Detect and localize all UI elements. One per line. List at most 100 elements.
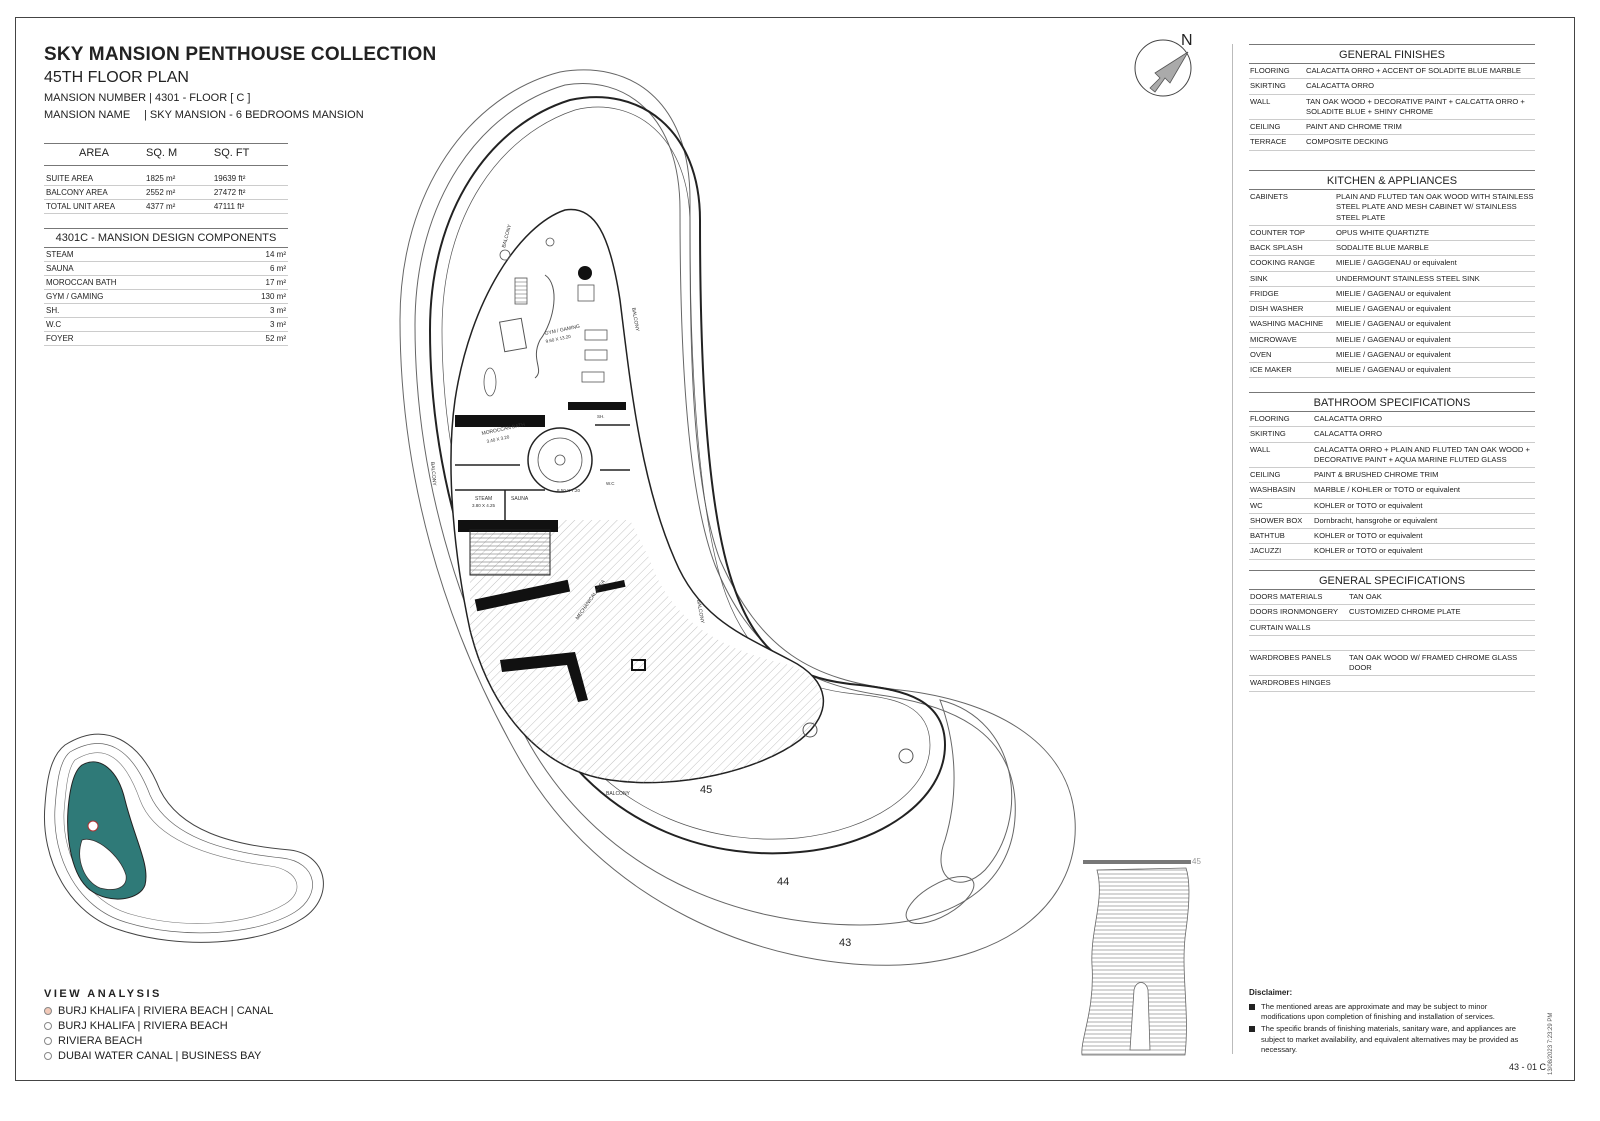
floor-44-outline: [414, 83, 1016, 926]
list-item: MOROCCAN BATH 17 m²: [44, 276, 288, 290]
view-analysis-title: VIEW ANALYSIS: [44, 988, 162, 1000]
steam-dim: 3.80 X 4.25: [472, 503, 496, 508]
spec-key: WASHING MACHINE: [1250, 319, 1324, 329]
spec-value: PLAIN AND FLUTED TAN OAK WOOD WITH STAIN…: [1336, 192, 1534, 222]
mansion-name-label: MANSION NAME: [44, 109, 131, 121]
wall: [568, 402, 626, 410]
title-block: SKY MANSION PENTHOUSE COLLECTION 45TH FL…: [44, 44, 436, 121]
radio-selected-icon[interactable]: [44, 1006, 52, 1015]
table-cell: BALCONY AREA: [44, 185, 144, 200]
spec-key: JACUZZI: [1250, 546, 1282, 556]
component-area: 3 m²: [270, 306, 286, 315]
spec-value: CALACATTA ORRO: [1314, 414, 1383, 423]
spiral-stair: [527, 427, 593, 493]
balcony-label: BALCONY: [695, 599, 705, 624]
view-option-label: DUBAI WATER CANAL | BUSINESS BAY: [58, 1049, 262, 1062]
disclaimer: Disclaimer: The mentioned areas are appr…: [1249, 988, 1529, 1057]
view-option-label: BURJ KHALIFA | RIVIERA BEACH: [58, 1019, 228, 1032]
wall: [474, 579, 571, 612]
spec-key: DOORS IRONMONGERY: [1250, 607, 1339, 617]
section-title: BATHROOM SPECIFICATIONS: [1249, 392, 1535, 412]
spec-key: WARDROBES HINGES: [1250, 678, 1331, 688]
compass-icon: [1134, 39, 1192, 97]
view-option[interactable]: BURJ KHALIFA | RIVIERA BEACH: [44, 1019, 273, 1032]
component-area: 3 m²: [270, 320, 286, 329]
floor-label-44: 44: [777, 876, 789, 888]
spec-value: MIELIE / GAGGENAU or equivalent: [1336, 258, 1457, 268]
balcony-label: BALCONY: [501, 223, 513, 248]
table-cell: 1825 m²: [144, 171, 212, 186]
component-name: MOROCCAN BATH: [46, 278, 117, 287]
table-cell: 27472 ft²: [211, 185, 288, 200]
section-floor-label: 45: [1192, 857, 1201, 866]
building-section: 45: [1081, 857, 1201, 1056]
page-title: SKY MANSION PENTHOUSE COLLECTION: [44, 44, 437, 65]
radio-icon[interactable]: [44, 1051, 52, 1060]
mansion-number-label: MANSION NUMBER: [44, 92, 147, 104]
view-option[interactable]: DUBAI WATER CANAL | BUSINESS BAY: [44, 1049, 273, 1062]
list-item: SH.3 m²: [44, 304, 288, 318]
component-area: 52 m²: [265, 334, 286, 343]
column-divider: [1232, 44, 1233, 1054]
spec-value: TAN OAK: [1349, 592, 1382, 601]
spec-key: COOKING RANGE: [1250, 258, 1315, 268]
drawing-frame: [15, 17, 1575, 1081]
component-area: 17 m²: [265, 278, 286, 287]
section-title: GENERAL FINISHES: [1249, 44, 1535, 64]
spec-key: MICROWAVE: [1250, 334, 1297, 344]
spec-key: DISH WASHER: [1250, 304, 1304, 313]
view-option[interactable]: RIVIERA BEACH: [44, 1034, 273, 1047]
page-number: 43 - 01 C: [1509, 1062, 1547, 1072]
spec-value: CUSTOMIZED CHROME PLATE: [1349, 607, 1461, 617]
view-analysis: VIEW ANALYSIS BURJ KHALIFA | RIVIERA BEA…: [44, 988, 273, 1064]
spec-value: CALACATTA ORRO: [1306, 81, 1375, 91]
radio-icon[interactable]: [44, 1021, 52, 1030]
spec-key: SHOWER BOX: [1250, 515, 1303, 525]
spec-key: WASHBASIN: [1250, 485, 1296, 495]
spec-value: MARBLE / KOHLER or TOTO or equivalent: [1314, 485, 1461, 495]
spec-key: FLOORING: [1250, 66, 1290, 75]
component-name: SAUNA: [46, 264, 74, 273]
moroccan-dim: 3.40 X 3.20: [486, 434, 510, 444]
list-item: The specific brands of finishing materia…: [1249, 1024, 1529, 1055]
spec-key: CABINETS: [1250, 192, 1288, 201]
radio-icon[interactable]: [44, 1036, 52, 1045]
spec-key: WC: [1250, 500, 1263, 510]
floor-45-balcony: [428, 96, 947, 855]
spec-key: WALL: [1250, 444, 1271, 454]
table-cell: 2552 m²: [144, 185, 212, 200]
balcony-label: BALCONY: [630, 307, 640, 332]
table-cell: TOTAL UNIT AREA: [44, 199, 144, 214]
gym-equipment: [498, 317, 528, 353]
bullet-icon: [1249, 1026, 1255, 1033]
component-area: 14 m²: [265, 250, 286, 259]
spec-key: FRIDGE: [1250, 288, 1279, 298]
spec-key: TERRACE: [1250, 137, 1287, 147]
table-cell: 47111 ft²: [211, 199, 288, 214]
table-row: [1249, 636, 1535, 651]
view-option[interactable]: BURJ KHALIFA | RIVIERA BEACH | CANAL: [44, 1004, 273, 1017]
